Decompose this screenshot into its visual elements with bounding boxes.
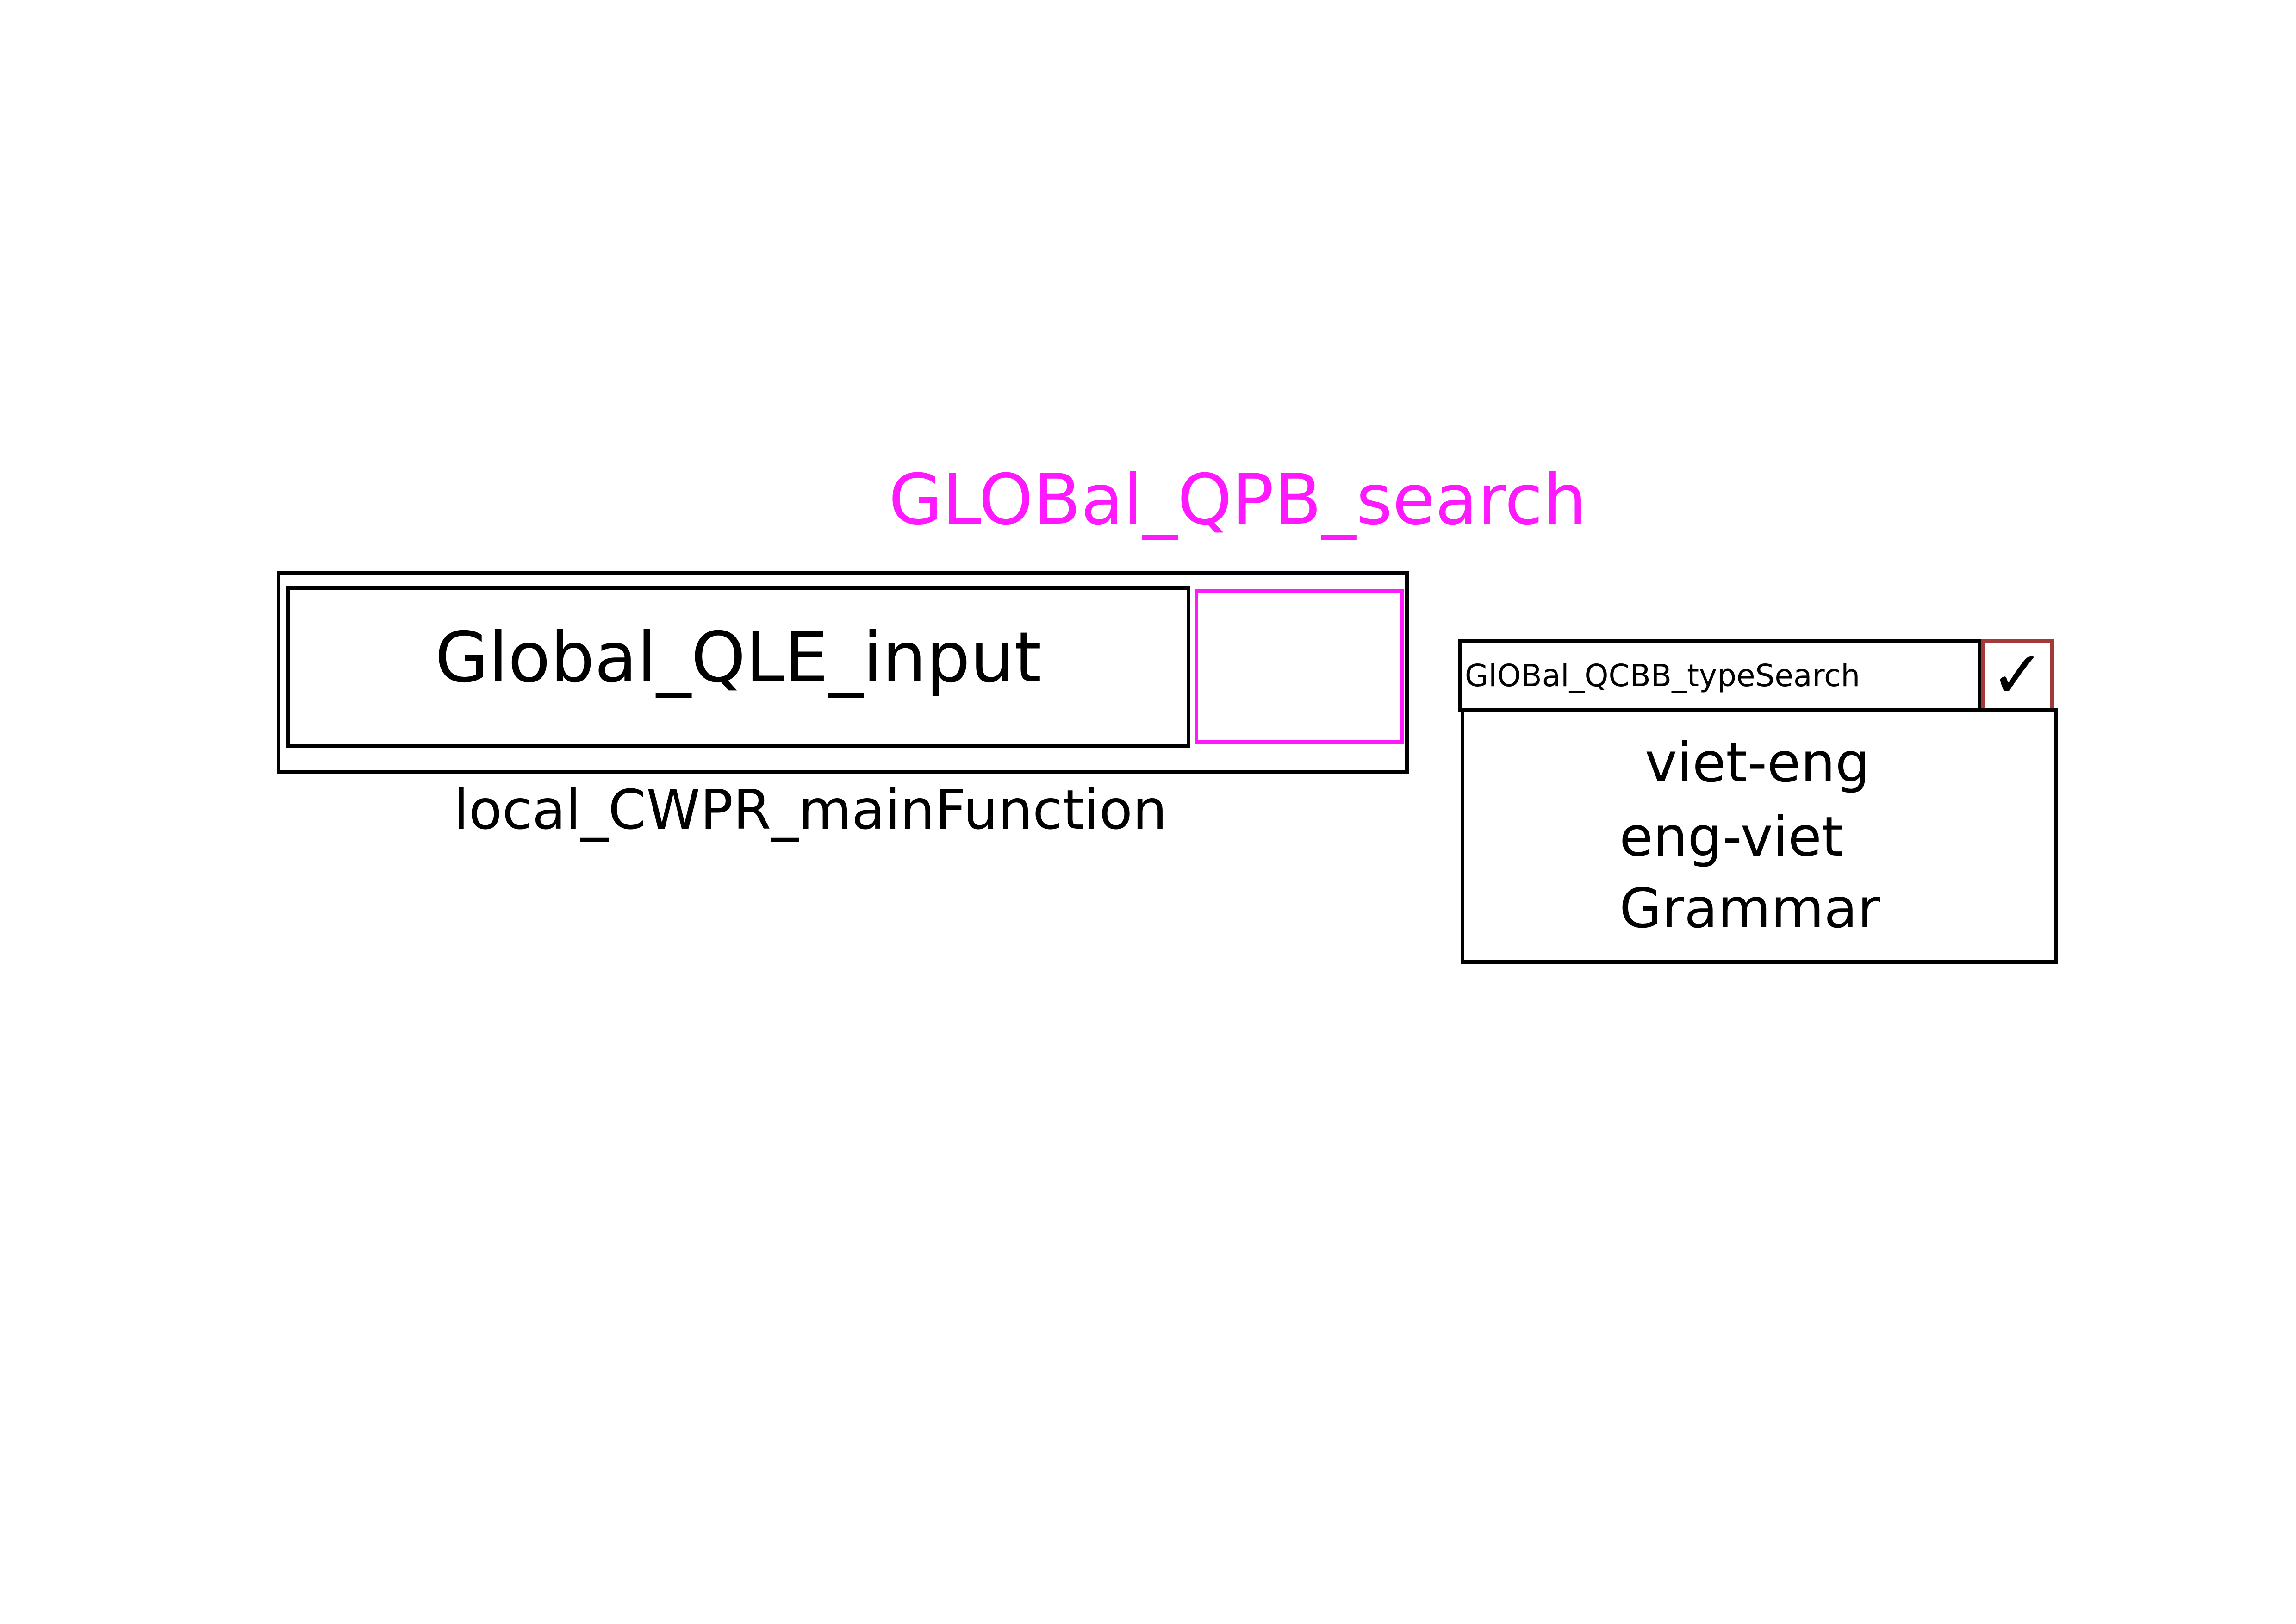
dropdown-option-grammar[interactable]: Grammar <box>1619 876 1880 940</box>
search-input[interactable]: Global_QLE_input <box>286 586 1190 748</box>
type-search-label: GlOBal_QCBB_typeSearch <box>1465 657 1860 693</box>
search-button[interactable] <box>1195 589 1404 744</box>
search-button-label: GLOBal_QPB_search <box>889 460 1587 540</box>
search-input-label: Global_QLE_input <box>435 618 1042 698</box>
main-function-caption: local_CWPR_mainFunction <box>454 778 1167 842</box>
combobox-arrow-button[interactable]: ✓ <box>1981 639 2054 712</box>
type-search-dropdown-list: viet-eng eng-viet Grammar <box>1461 708 2058 964</box>
dropdown-option-eng-viet[interactable]: eng-viet <box>1619 805 1843 868</box>
check-chevron-icon: ✓ <box>1990 637 2045 713</box>
dropdown-option-viet-eng[interactable]: viet-eng <box>1645 731 1870 794</box>
type-search-combobox[interactable]: GlOBal_QCBB_typeSearch <box>1458 639 1981 712</box>
